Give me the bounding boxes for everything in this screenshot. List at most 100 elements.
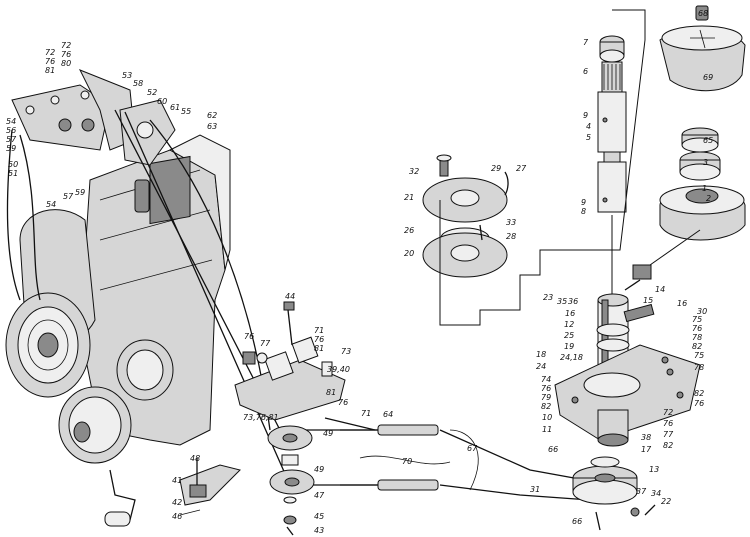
callout-label: 80 [61,59,71,68]
top-mounting-bracket [11,69,176,213]
callout-label: 66 [572,517,582,526]
turnbuckles [340,424,451,491]
callout-label: 82 [692,342,702,351]
callout-label: 20 [404,249,414,258]
callout-label: 45 [314,512,324,521]
callout-label: 18 [536,350,546,359]
callout-label: 37 [636,487,647,496]
callout-label: 29 [491,164,501,173]
callout-label: 4 [586,122,591,131]
callout-label: 70 [402,457,412,466]
guide-pulleys [267,425,315,495]
callout-label: 76 [314,335,324,344]
flange-plates [422,154,509,278]
bearing-stack [659,127,746,241]
callout-label: 12 [564,320,574,329]
callout-label: 64 [383,410,393,419]
callout-label: 72 [61,41,71,50]
lower-bracket [179,458,241,516]
callout-label: 72 [45,48,55,57]
callout-label: 28 [506,232,516,241]
callout-label: 78 [694,363,704,372]
callout-label: 9 [581,198,586,207]
callout-label: 57 [63,192,74,201]
callout-label: 24 [536,362,546,371]
callout-label: 1 [702,184,707,193]
callout-label: 81 [314,344,324,353]
callout-label: 73,76,81 [243,413,279,422]
callout-label: 17 [641,445,652,454]
callout-label: 46 [172,512,182,521]
callout-label: 77 [663,430,674,439]
vertical-shaft [597,35,627,213]
callout-label: 8 [581,207,586,216]
callout-label: 50 [8,160,18,169]
callout-label: 34 [651,489,661,498]
callout-label: 27 [516,164,527,173]
callout-label: 57 [6,135,17,144]
callout-label: 23 [543,293,553,302]
callout-label: 44 [285,292,295,301]
callout-label: 54 [46,200,56,209]
callout-label: 77 [260,339,271,348]
callout-label: 59 [6,144,16,153]
callout-label: 51 [8,169,18,178]
callout-label: 81 [45,66,55,75]
callout-label: 16 [565,309,575,318]
callout-label: 10 [542,413,552,422]
callout-label: 30 [697,307,707,316]
callout-label: 76 [663,419,673,428]
callout-label: 62 [207,111,217,120]
bottom-fasteners [283,496,297,536]
callout-label: 68 [698,9,708,18]
callout-label: 21 [404,193,414,202]
callout-label: 63 [207,122,217,131]
callout-label: 49 [314,465,324,474]
callout-label: 32 [409,167,419,176]
callout-label: 79 [541,393,551,402]
output-pulley [572,456,656,531]
callout-label: 76 [244,332,254,341]
callout-label: 48 [190,454,200,463]
engine-housing [19,134,231,446]
callout-label: 41 [172,476,182,485]
callout-label: 16 [677,299,687,308]
callout-label: 72 [663,408,673,417]
pulley-bracket [234,301,376,431]
callout-label: 75 [692,315,702,324]
callout-label: 36 [568,297,578,306]
callout-label: 25 [564,331,574,340]
callout-label: 66 [548,445,558,454]
callout-label: 52 [147,88,157,97]
callout-label: 22 [661,497,671,506]
callout-label: 76 [692,324,702,333]
callout-label: 75 [694,351,704,360]
callout-label: 42 [172,498,182,507]
callout-label: 73 [341,347,351,356]
callout-label: 15 [643,296,653,305]
callout-label: 76 [541,384,551,393]
callout-label: 14 [655,285,665,294]
callout-label: 39,40 [327,365,350,374]
callout-label: 82 [663,441,673,450]
callout-label: 3 [703,158,708,167]
callout-label: 5 [586,133,591,142]
callout-label: 76 [45,57,55,66]
callout-label: 76 [61,50,71,59]
callout-label: 58 [133,79,143,88]
callout-label: 82 [694,389,704,398]
callout-label: 59 [75,188,85,197]
callout-label: 6 [583,67,588,76]
callout-label: 61 [170,103,180,112]
callout-label: 82 [541,402,551,411]
callout-label: 65 [703,136,713,145]
callout-label: 35 [557,297,567,306]
control-knob [659,5,746,92]
callout-label: 24,18 [560,353,583,362]
callout-label: 43 [314,526,324,535]
callout-label: 71 [314,326,324,335]
assembly-guide-lines [439,9,701,326]
